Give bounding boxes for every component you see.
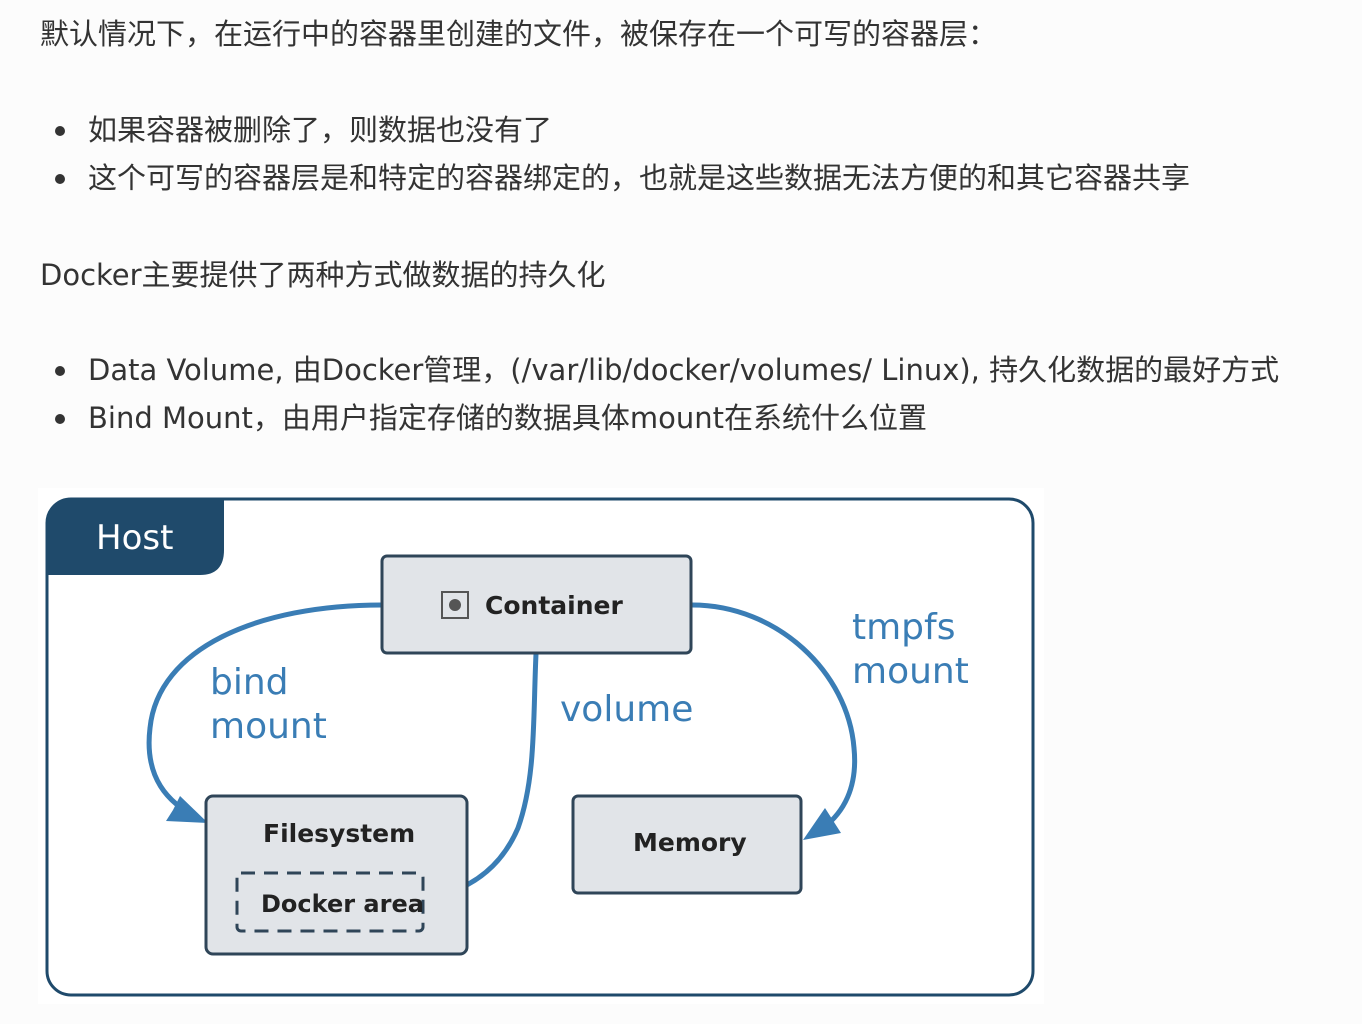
tmpfs-mount-arrowhead	[803, 808, 841, 840]
list-item: Data Volume, 由Docker管理，(/var/lib/docker/…	[0, 346, 1279, 394]
bind-mount-label-line2: mount	[210, 706, 327, 747]
container-icon-dot	[449, 599, 461, 611]
tmpfs-mount-arrow	[691, 602, 858, 830]
container-box	[380, 554, 693, 655]
filesystem-box	[204, 794, 469, 956]
methods-list: Data Volume, 由Docker管理，(/var/lib/docker/…	[0, 346, 1279, 442]
volume-arrow	[447, 653, 539, 896]
bind-mount-arrow	[146, 602, 383, 821]
docker-area-box	[235, 871, 425, 933]
list-item: 这个可写的容器层是和特定的容器绑定的，也就是这些数据无法方便的和其它容器共享	[0, 154, 1190, 202]
persistence-paragraph: Docker主要提供了两种方式做数据的持久化	[40, 258, 606, 292]
docker-area-label: Docker area	[261, 890, 424, 918]
tmpfs-mount-label-line1: tmpfs	[852, 607, 955, 648]
host-label: Host	[96, 518, 173, 558]
tmpfs-mount-label-line2: mount	[852, 651, 969, 692]
container-label: Container	[485, 591, 623, 620]
list-item: 如果容器被删除了，则数据也没有了	[0, 106, 1190, 154]
bullet-icon	[55, 174, 65, 184]
intro-paragraph: 默认情况下，在运行中的容器里创建的文件，被保存在一个可写的容器层：	[40, 17, 998, 51]
bullet-icon	[55, 366, 65, 376]
host-tab	[47, 499, 224, 575]
filesystem-label: Filesystem	[263, 819, 415, 848]
docker-storage-diagram: Host Container Filesystem Docker area Me…	[38, 488, 1044, 1004]
memory-box	[571, 794, 803, 895]
bind-mount-arrowhead	[166, 796, 208, 823]
problems-list: 如果容器被删除了，则数据也没有了 这个可写的容器层是和特定的容器绑定的，也就是这…	[0, 106, 1190, 202]
container-icon	[441, 591, 469, 619]
memory-label: Memory	[633, 828, 747, 857]
volume-label: volume	[560, 689, 693, 730]
bullet-icon	[55, 126, 65, 136]
bind-mount-label-line1: bind	[210, 662, 289, 703]
bullet-icon	[55, 414, 65, 424]
list-item: Bind Mount，由用户指定存储的数据具体mount在系统什么位置	[0, 394, 1279, 442]
